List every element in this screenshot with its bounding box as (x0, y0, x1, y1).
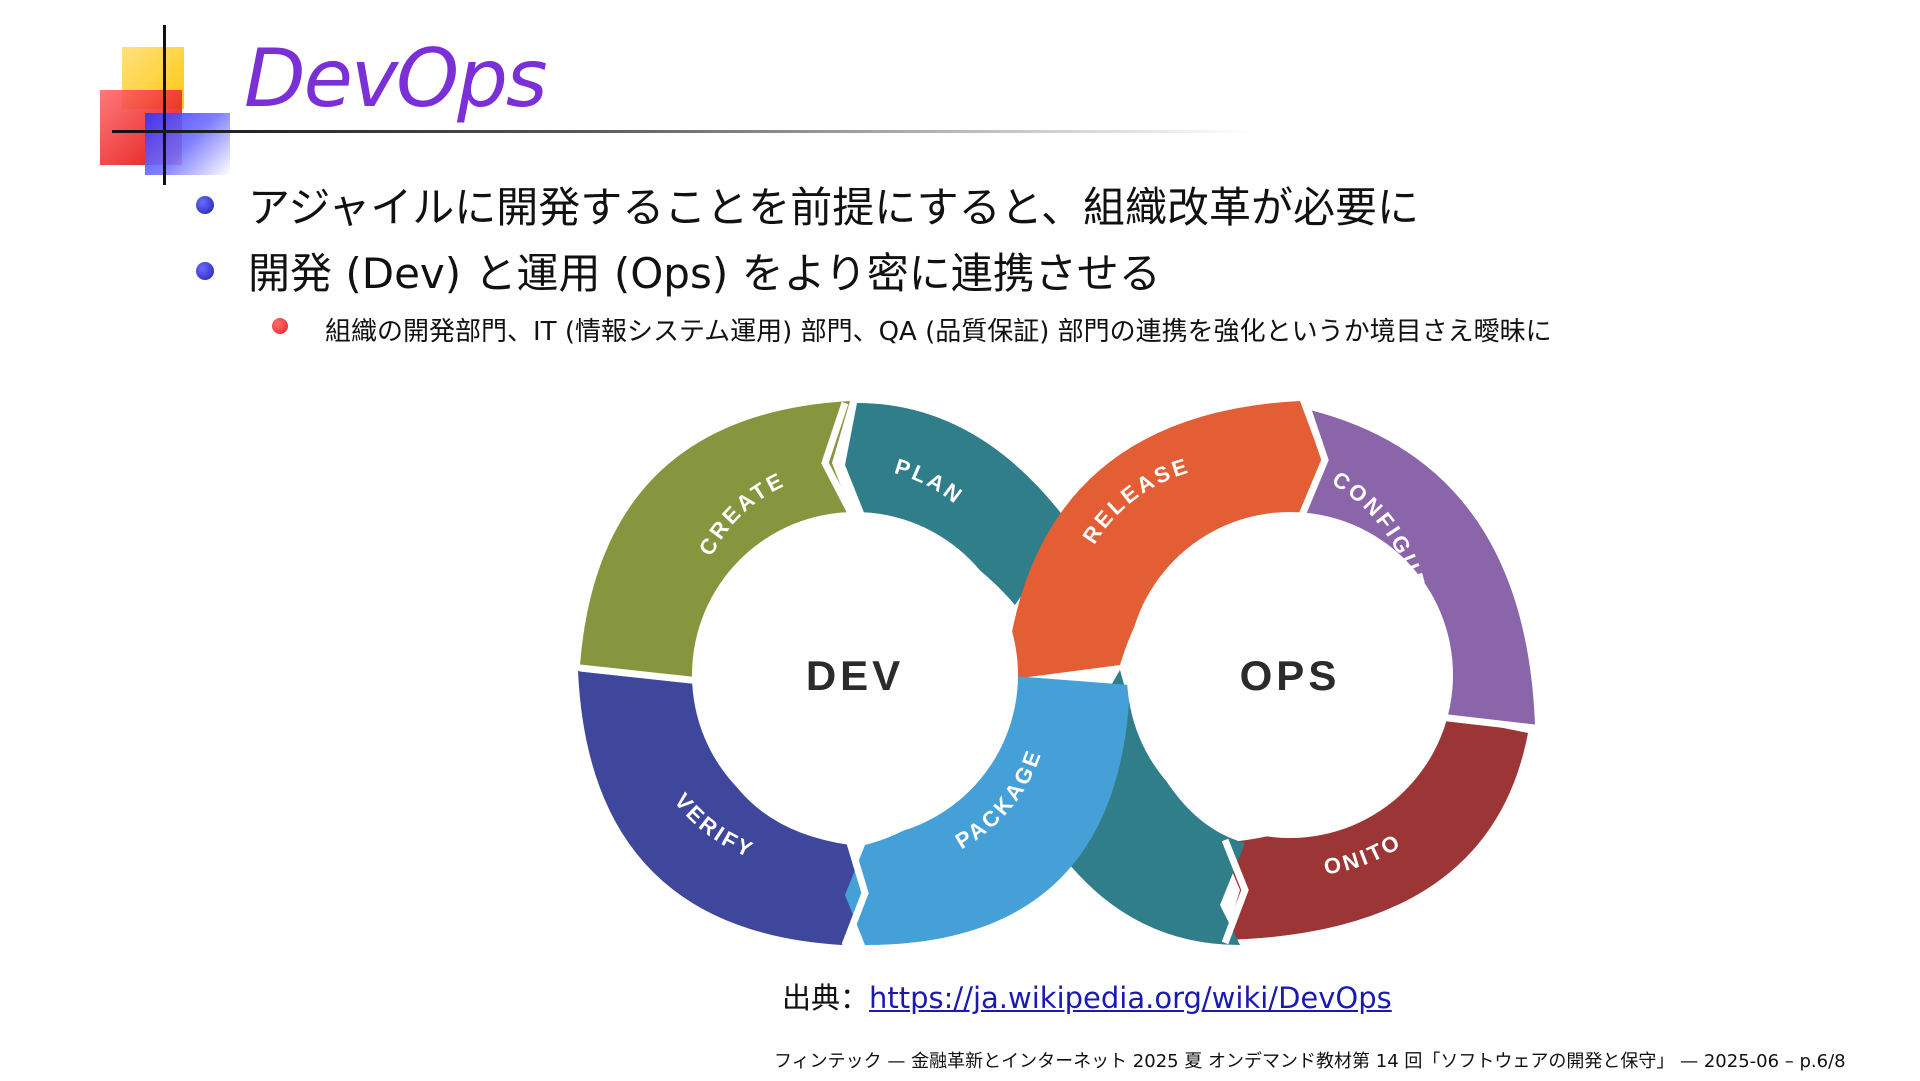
segment-plan (845, 403, 1070, 605)
source-prefix: 出典： (782, 981, 870, 1015)
slide-decoration (100, 25, 1252, 185)
segment-verify (578, 671, 865, 945)
slide-title: DevOps (244, 32, 548, 125)
devops-loop-diagram: DEV OPS CREATE PLAN RELEASE CONFIGURE VE… (560, 385, 1536, 947)
deco-blue-square (145, 113, 230, 175)
bullet-2: 開発 (Dev) と運用 (Ops) をより密に連携させる (248, 249, 1161, 298)
sub-bullet-1: 組織の開発部門、IT (情報システム運用) 部門、QA (品質保証) 部門の連携… (325, 317, 1552, 347)
segment-monitor (1220, 710, 1528, 940)
source-citation: 出典：https://ja.wikipedia.org/wiki/DevOps (782, 975, 1392, 1017)
segment-release (1005, 401, 1322, 680)
ops-inner-circle (1127, 512, 1453, 838)
bullet-1: アジャイルに開発することを前提にすると、組織改革が必要に (248, 183, 1419, 232)
slide-footer: フィンテック — 金融革新とインターネット 2025 夏 オンデマンド教材第 1… (774, 1051, 1846, 1072)
bullet-icon (196, 262, 214, 280)
sub-bullet-icon (272, 318, 288, 334)
dev-label: DEV (806, 652, 904, 699)
segment-create (580, 401, 852, 680)
title-underline (112, 130, 1252, 133)
dev-inner-circle (692, 512, 1018, 838)
bullet-icon (196, 196, 214, 214)
segment-configure (1305, 410, 1535, 725)
deco-vertical-line (163, 25, 166, 185)
segment-package (845, 675, 1130, 945)
source-link[interactable]: https://ja.wikipedia.org/wiki/DevOps (869, 981, 1392, 1015)
ops-label: OPS (1240, 652, 1341, 699)
